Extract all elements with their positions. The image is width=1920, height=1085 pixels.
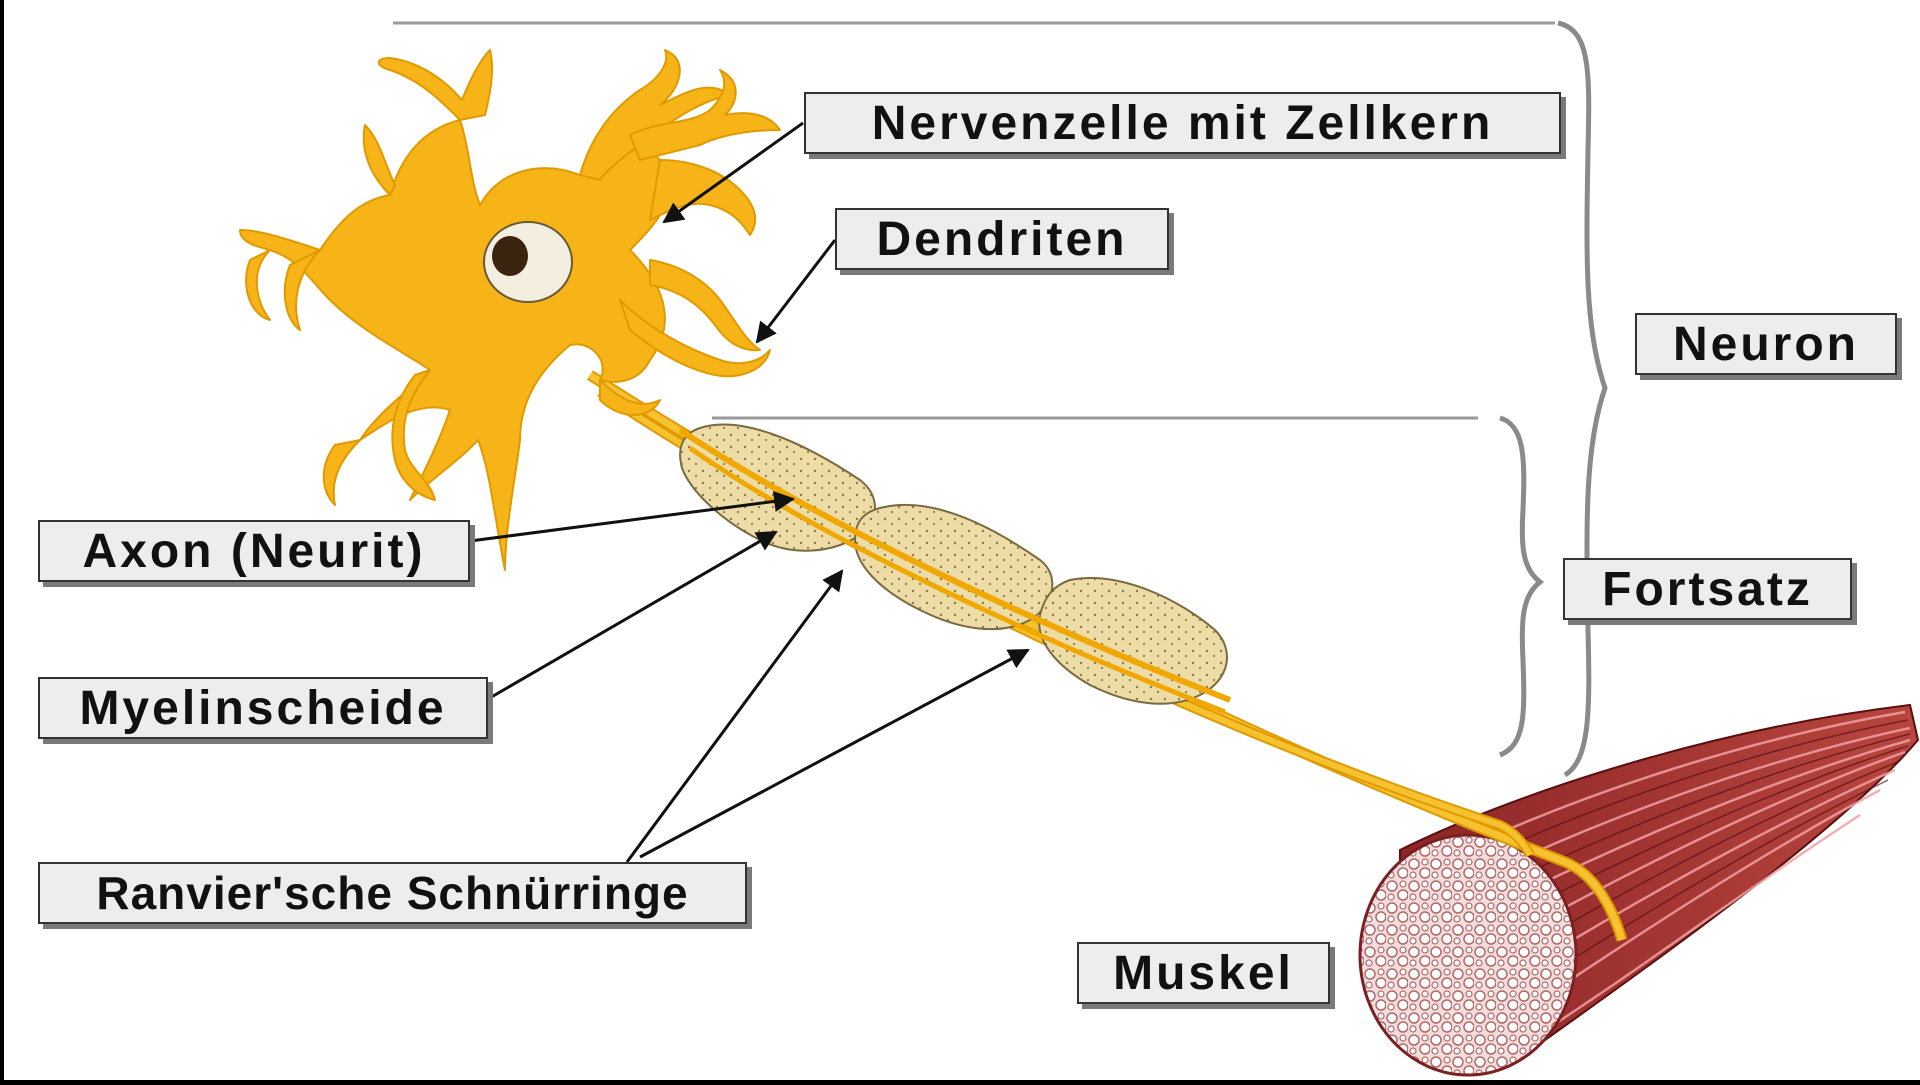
label-dendriten: Dendriten bbox=[835, 208, 1169, 270]
nerve-cell bbox=[239, 49, 781, 571]
label-axon: Axon (Neurit) bbox=[38, 520, 470, 582]
muscle-cross-section bbox=[1358, 833, 1578, 1077]
arrow-ranvier-2 bbox=[639, 648, 1030, 859]
muscle bbox=[1358, 703, 1920, 1077]
arrow-nervenzelle bbox=[662, 121, 804, 224]
label-nervenzelle: Nervenzelle mit Zellkern bbox=[804, 92, 1561, 154]
left-border bbox=[0, 0, 4, 1080]
axon-over-myelin bbox=[678, 427, 1232, 715]
arrow-ranvier-1 bbox=[625, 569, 844, 863]
label-muskel: Muskel bbox=[1077, 942, 1330, 1004]
fortsatz-brace bbox=[1498, 415, 1545, 758]
arrow-myelinscheide bbox=[487, 530, 778, 701]
arrow-axon bbox=[469, 491, 796, 543]
arrow-dendriten bbox=[755, 239, 837, 344]
label-ranvier: Ranvier'sche Schnürringe bbox=[38, 862, 747, 924]
label-neuron: Neuron bbox=[1635, 313, 1897, 375]
neuron-brace bbox=[1557, 20, 1608, 778]
cell-nucleus bbox=[483, 221, 573, 303]
label-myelinscheide: Myelinscheide bbox=[38, 677, 488, 739]
label-fortsatz: Fortsatz bbox=[1563, 558, 1852, 620]
